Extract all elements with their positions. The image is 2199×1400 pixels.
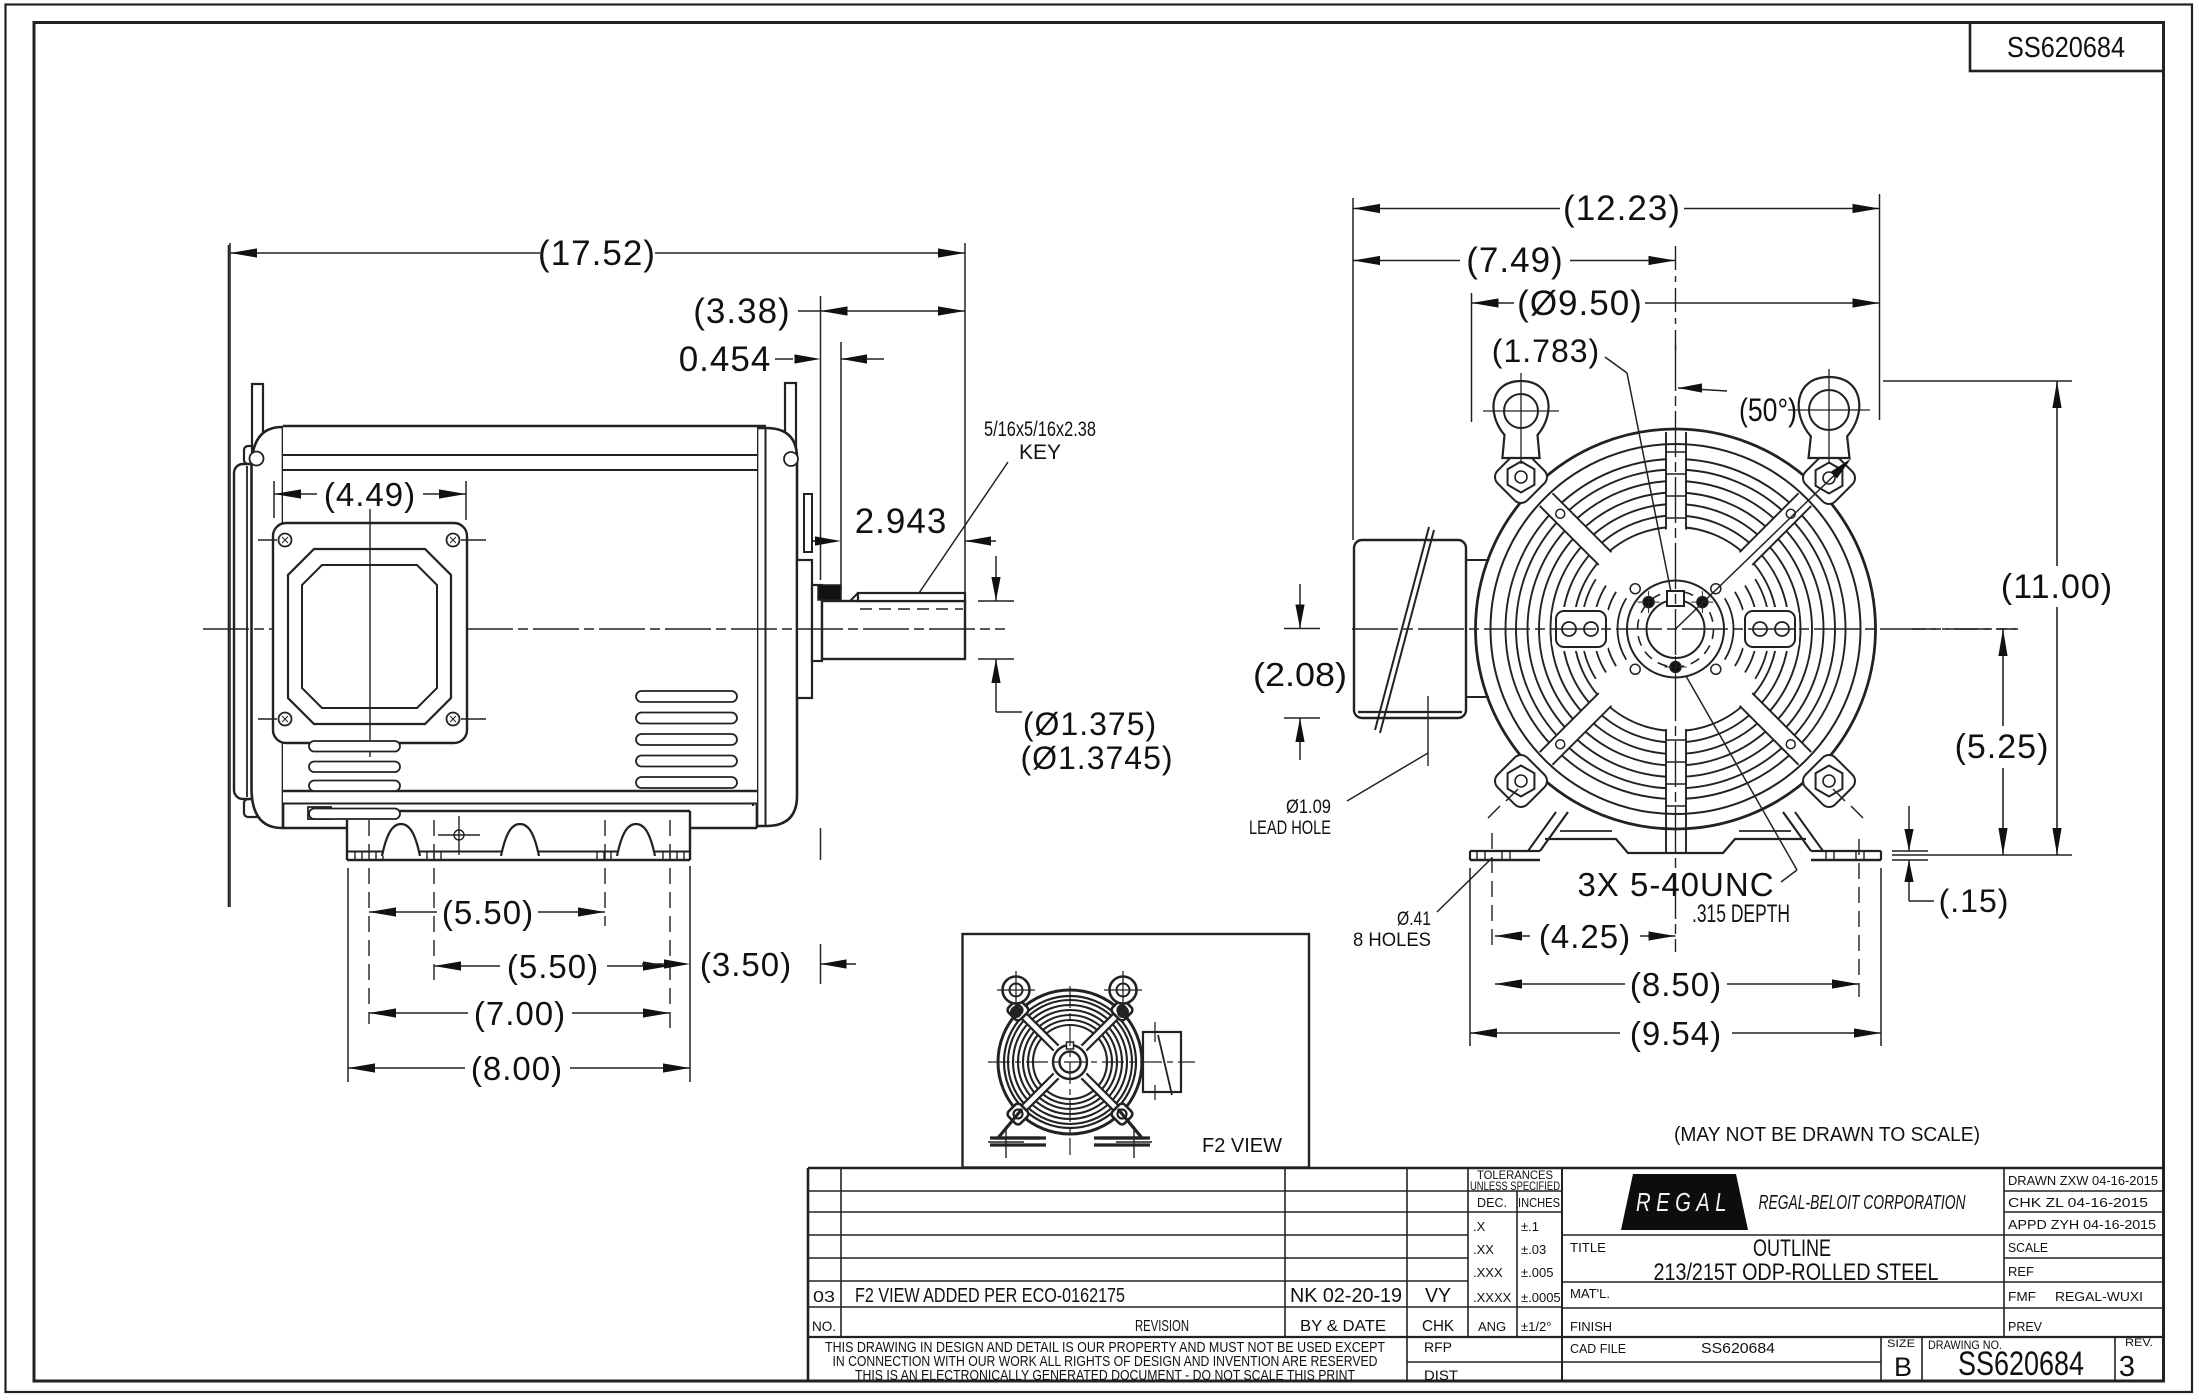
svg-text:(17.52): (17.52) [538, 234, 656, 273]
svg-text:.315 DEPTH: .315 DEPTH [1692, 900, 1790, 928]
svg-text:(5.25): (5.25) [1955, 728, 2050, 766]
svg-text:REVISION: REVISION [1135, 1318, 1189, 1335]
svg-text:KEY: KEY [1019, 441, 1061, 464]
svg-text:5/16x5/16x2.38: 5/16x5/16x2.38 [984, 418, 1096, 441]
svg-text:(5.50): (5.50) [507, 948, 599, 985]
svg-text:8 HOLES: 8 HOLES [1353, 930, 1431, 951]
svg-text:UNLESS SPECIFIED: UNLESS SPECIFIED [1470, 1179, 1560, 1193]
svg-text:FINISH: FINISH [1570, 1319, 1612, 1334]
svg-text:BY & DATE: BY & DATE [1300, 1318, 1386, 1335]
svg-text:(8.50): (8.50) [1630, 966, 1722, 1003]
svg-text:(3.50): (3.50) [700, 946, 792, 983]
svg-text:LEAD HOLE: LEAD HOLE [1249, 818, 1331, 839]
svg-text:ANG: ANG [1478, 1319, 1506, 1334]
svg-text:(Ø9.50): (Ø9.50) [1517, 284, 1643, 323]
svg-text:(5.50): (5.50) [442, 894, 534, 931]
svg-text:RFP: RFP [1424, 1339, 1452, 1355]
svg-text:.XXXX: .XXXX [1473, 1290, 1512, 1305]
svg-text:3X 5-40UNC: 3X 5-40UNC [1577, 866, 1774, 903]
svg-text:(9.54): (9.54) [1630, 1015, 1722, 1052]
svg-text:(.15): (.15) [1939, 883, 2010, 919]
svg-text:±.005: ±.005 [1521, 1265, 1553, 1280]
svg-text:(3.38): (3.38) [693, 292, 790, 331]
svg-text:(4.25): (4.25) [1539, 918, 1631, 955]
svg-text:(7.00): (7.00) [474, 995, 566, 1032]
svg-text:REGAL-BELOIT CORPORATION: REGAL-BELOIT CORPORATION [1759, 1192, 1966, 1214]
svg-text:±.03: ±.03 [1521, 1242, 1546, 1257]
svg-text:B: B [1894, 1352, 1912, 1382]
svg-text:DIST: DIST [1424, 1367, 1458, 1383]
svg-text:3: 3 [2119, 1351, 2135, 1383]
svg-text:(4.49): (4.49) [324, 476, 416, 513]
svg-text:(MAY NOT BE DRAWN TO SCALE): (MAY NOT BE DRAWN TO SCALE) [1674, 1124, 1980, 1146]
svg-text:OUTLINE: OUTLINE [1753, 1235, 1831, 1262]
svg-text:F2 VIEW: F2 VIEW [1202, 1135, 1282, 1157]
svg-text:F2 VIEW ADDED PER ECO-0162175: F2 VIEW ADDED PER ECO-0162175 [855, 1285, 1125, 1307]
svg-text:DEC.: DEC. [1477, 1195, 1507, 1210]
svg-text:DRAWING NO.: DRAWING NO. [1928, 1338, 2002, 1352]
svg-text:REGAL-WUXI: REGAL-WUXI [2055, 1289, 2143, 1304]
svg-text:NO.: NO. [812, 1318, 836, 1334]
svg-text:03: 03 [813, 1289, 835, 1306]
svg-text:DRAWN ZXW 04-16-2015: DRAWN ZXW 04-16-2015 [2008, 1173, 2158, 1188]
svg-text:213/215T ODP-ROLLED STEEL: 213/215T ODP-ROLLED STEEL [1654, 1259, 1939, 1286]
svg-text:FMF: FMF [2008, 1289, 2036, 1304]
svg-text:APPD ZYH 04-16-2015: APPD ZYH 04-16-2015 [2008, 1217, 2156, 1232]
svg-text:±1/2°: ±1/2° [1521, 1319, 1551, 1334]
svg-text:CAD FILE: CAD FILE [1570, 1341, 1626, 1356]
svg-text:CHK: CHK [1422, 1318, 1454, 1335]
svg-text:Ø.41: Ø.41 [1397, 909, 1431, 930]
svg-text:(2.08): (2.08) [1253, 656, 1347, 693]
svg-text:REGAL: REGAL [1636, 1187, 1732, 1217]
svg-text:±.1: ±.1 [1521, 1219, 1539, 1234]
svg-text:Ø1.09: Ø1.09 [1286, 797, 1331, 818]
svg-text:.XX: .XX [1473, 1242, 1494, 1257]
svg-text:INCHES: INCHES [1518, 1195, 1560, 1210]
svg-text:SIZE: SIZE [1887, 1338, 1915, 1350]
svg-text:TOLERANCES: TOLERANCES [1477, 1168, 1553, 1182]
svg-text:VY: VY [1425, 1285, 1451, 1307]
svg-text:(50°): (50°) [1739, 392, 1797, 428]
svg-text:SS620684: SS620684 [2007, 32, 2125, 64]
svg-text:(Ø1.375): (Ø1.375) [1023, 706, 1157, 742]
svg-text:(Ø1.3745): (Ø1.3745) [1020, 740, 1173, 776]
svg-text:CHK ZL 04-16-2015: CHK ZL 04-16-2015 [2008, 1195, 2148, 1210]
svg-text:MAT'L.: MAT'L. [1570, 1286, 1610, 1301]
svg-text:SCALE: SCALE [2008, 1240, 2048, 1255]
svg-text:(7.49): (7.49) [1466, 241, 1563, 280]
svg-text:IN CONNECTION WITH OUR WORK AL: IN CONNECTION WITH OUR WORK ALL RIGHTS O… [833, 1353, 1378, 1370]
svg-text:SS620684: SS620684 [1701, 1340, 1775, 1357]
svg-text:0.454: 0.454 [679, 340, 772, 379]
svg-text:±.0005: ±.0005 [1521, 1290, 1561, 1305]
svg-text:TITLE: TITLE [1570, 1240, 1606, 1255]
svg-text:2.943: 2.943 [855, 502, 948, 541]
svg-text:REF: REF [2008, 1264, 2034, 1279]
svg-text:(8.00): (8.00) [471, 1050, 563, 1087]
svg-text:THIS DRAWING IN DESIGN AND DET: THIS DRAWING IN DESIGN AND DETAIL IS OUR… [825, 1339, 1385, 1356]
svg-text:(12.23): (12.23) [1563, 189, 1681, 228]
svg-text:THIS IS AN ELECTRONICALLY GENE: THIS IS AN ELECTRONICALLY GENERATED DOCU… [855, 1367, 1355, 1384]
svg-text:NK 02-20-19: NK 02-20-19 [1290, 1285, 1402, 1307]
svg-text:PREV: PREV [2008, 1319, 2042, 1334]
svg-text:.XXX: .XXX [1473, 1265, 1503, 1280]
svg-text:.X: .X [1473, 1219, 1486, 1234]
svg-text:(1.783): (1.783) [1492, 333, 1600, 369]
svg-text:SS620684: SS620684 [1958, 1345, 2084, 1383]
svg-text:(11.00): (11.00) [2001, 568, 2113, 606]
svg-text:REV.: REV. [2125, 1337, 2153, 1349]
